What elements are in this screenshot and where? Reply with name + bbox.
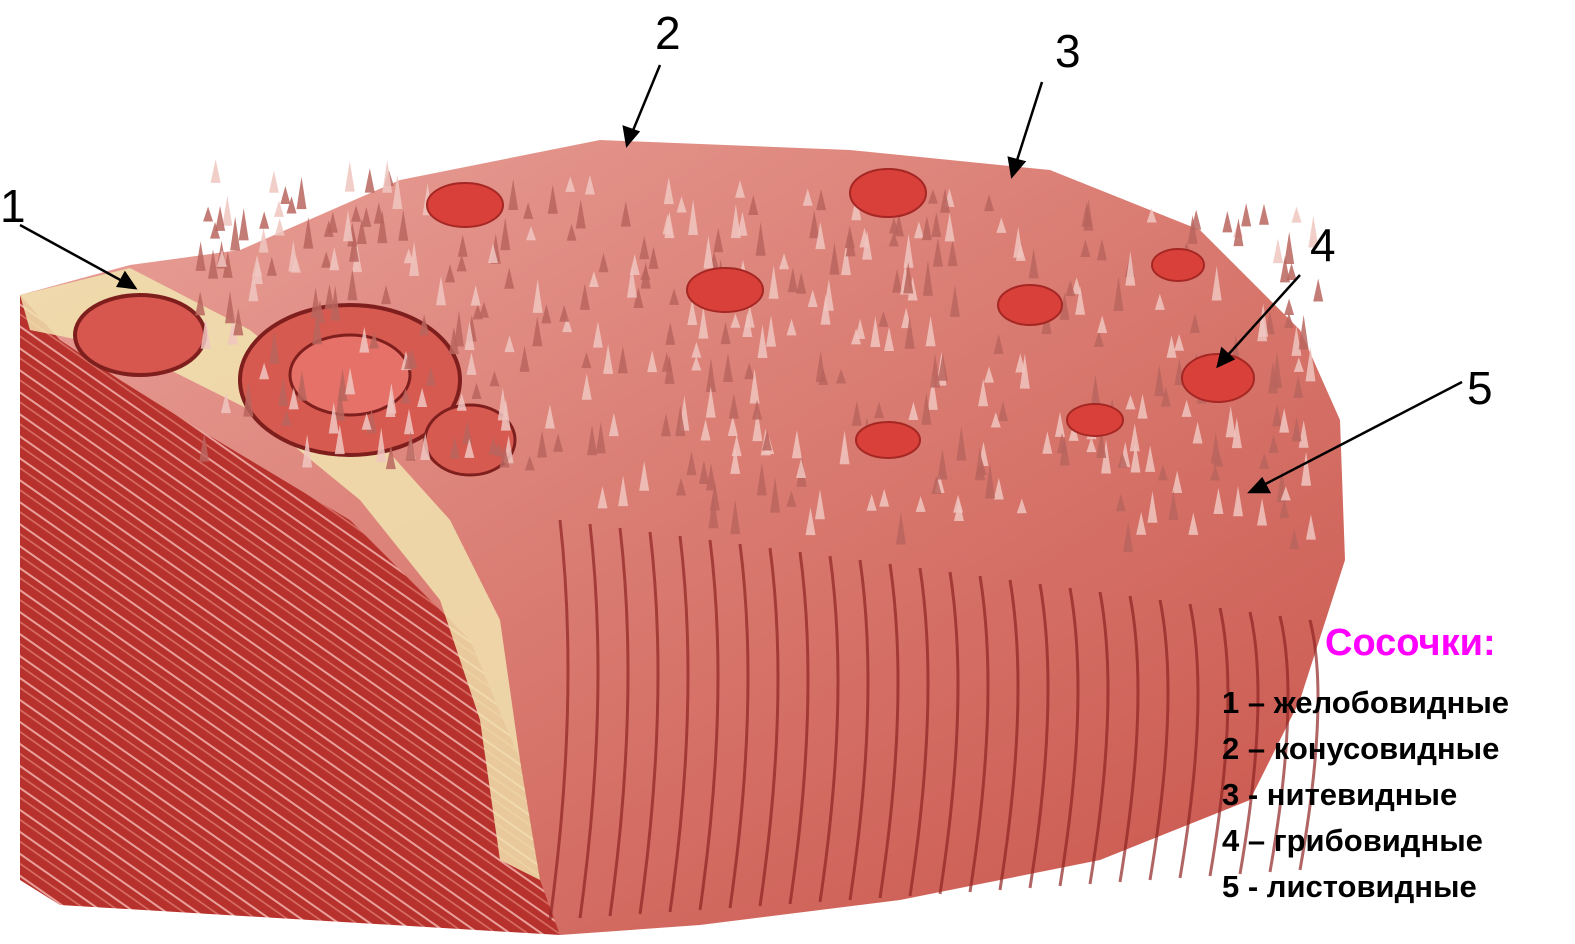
filiform-tuft xyxy=(222,196,232,226)
label-3: 3 xyxy=(1055,28,1081,74)
filiform-tuft xyxy=(365,168,375,192)
legend-item-5: 5 - листовидные xyxy=(1222,869,1477,905)
legend-title: Сосочки: xyxy=(1325,622,1496,665)
filiform-tuft xyxy=(1241,203,1251,226)
filiform-tuft xyxy=(1259,204,1269,225)
filiform-tuft xyxy=(239,208,249,240)
filiform-tuft xyxy=(1313,279,1323,302)
filiform-tuft xyxy=(269,171,279,193)
pointer-1 xyxy=(20,225,135,288)
filiform-tuft xyxy=(1291,207,1301,223)
legend-item-3: 3 - нитевидные xyxy=(1222,777,1457,813)
label-1: 1 xyxy=(0,183,26,229)
legend-item-2: 2 – конусовидные xyxy=(1222,731,1499,767)
label-4: 4 xyxy=(1310,222,1336,268)
filiform-tuft xyxy=(259,211,269,228)
legend-item-4: 4 – грибовидные xyxy=(1222,823,1483,859)
filiform-tuft xyxy=(211,159,221,182)
filiform-tuft xyxy=(1284,299,1294,315)
filiform-tuft xyxy=(275,218,285,235)
filiform-tuft xyxy=(345,161,355,191)
filiform-tuft xyxy=(203,207,213,222)
filiform-tuft xyxy=(230,216,240,250)
filiform-tuft xyxy=(1284,232,1294,264)
filiform-tuft xyxy=(1222,211,1232,232)
filiform-tuft xyxy=(280,186,290,204)
label-5: 5 xyxy=(1467,365,1493,411)
label-2: 2 xyxy=(655,10,681,56)
legend-item-1: 1 – желобовидные xyxy=(1222,685,1509,721)
filiform-tuft xyxy=(1273,239,1283,264)
filiform-tuft xyxy=(296,177,306,209)
